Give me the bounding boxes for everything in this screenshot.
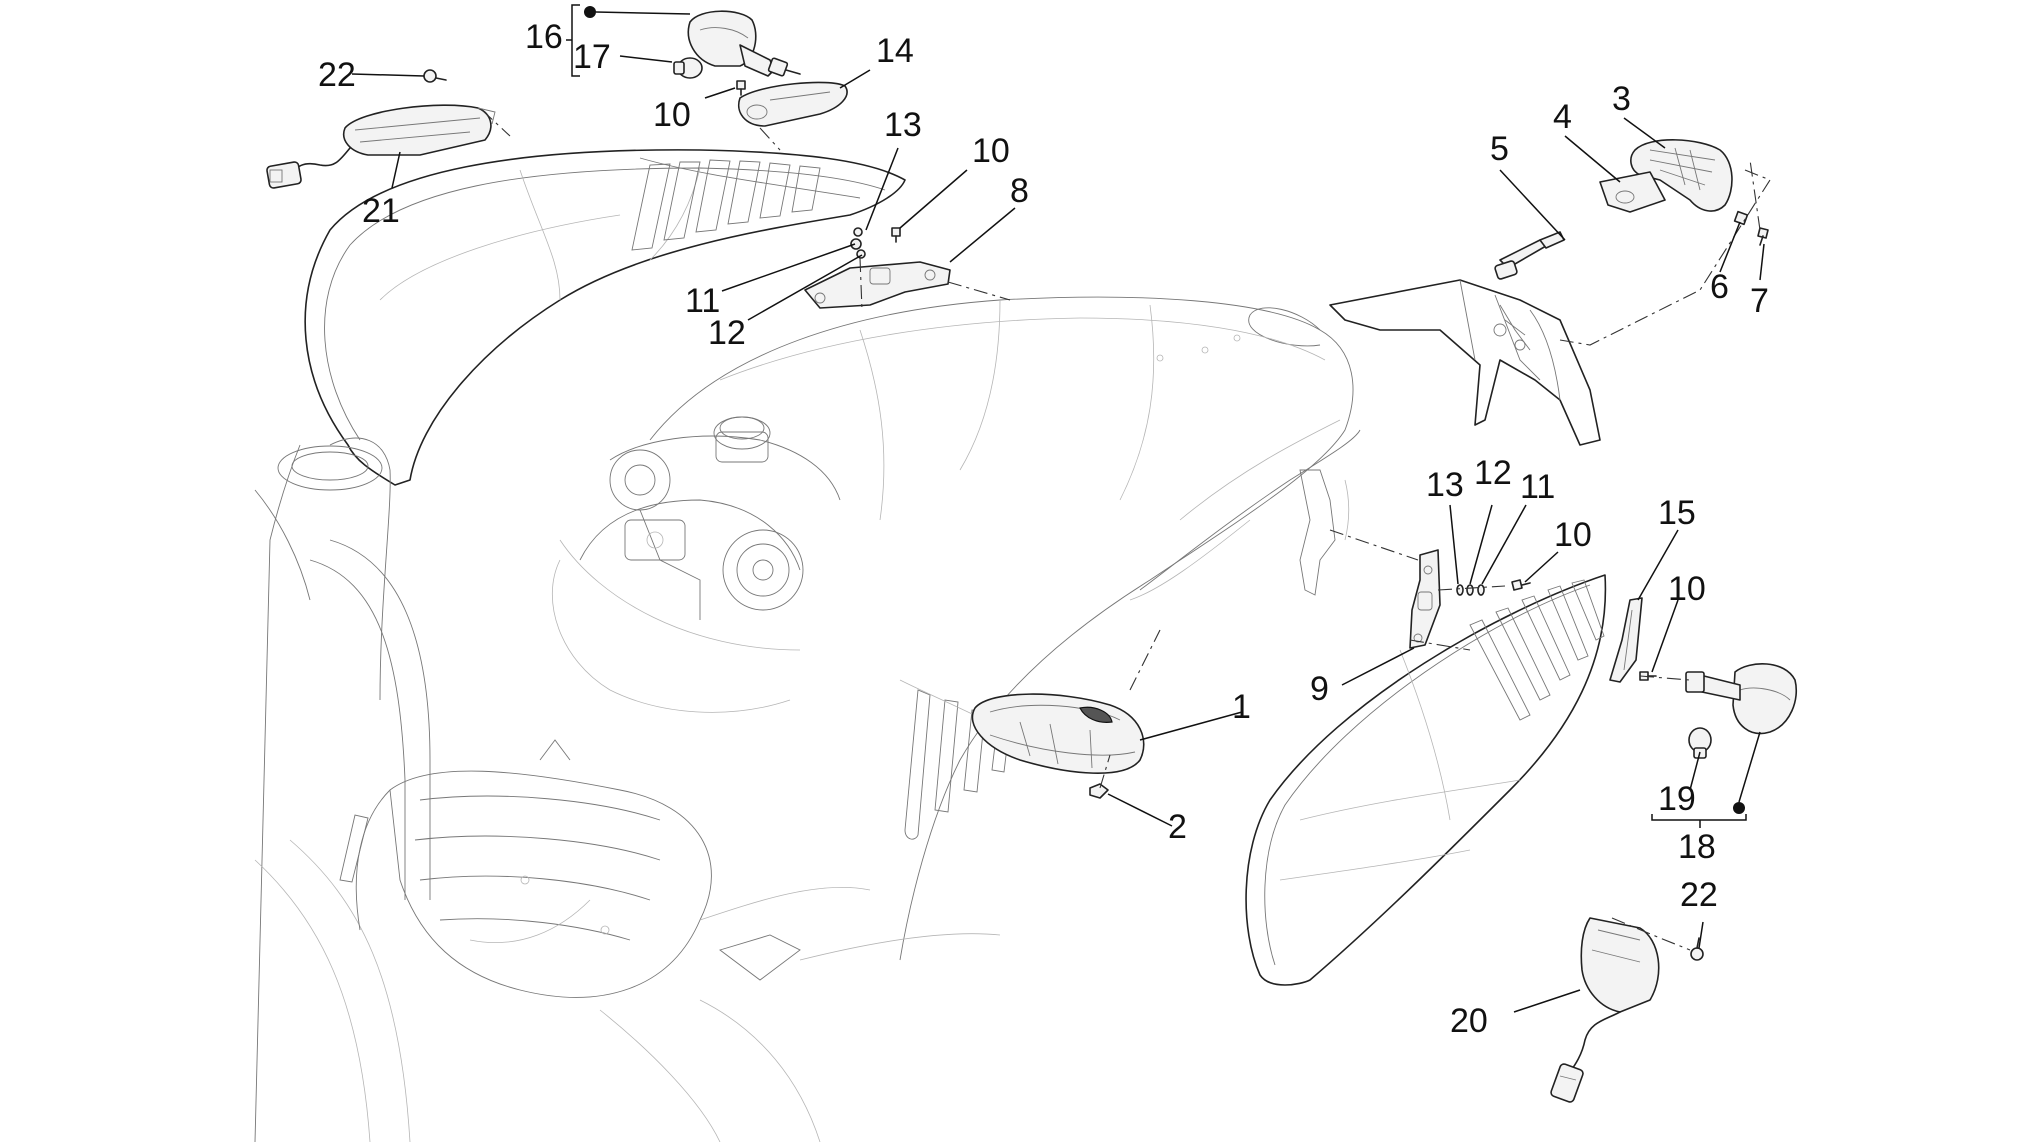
- part-18-indicator-right: [1685, 663, 1797, 735]
- part-1-side-light: [971, 693, 1145, 774]
- callout-1: 1: [1232, 688, 1251, 726]
- part-5-bulb-socket: [1494, 231, 1565, 280]
- left-side-panel: [304, 149, 906, 486]
- part-14-lens: [738, 81, 848, 127]
- bullet-16: [584, 6, 596, 18]
- callout-10-top: 10: [653, 96, 691, 134]
- part-8-bracket: [804, 261, 951, 309]
- callout-20: 20: [1450, 1002, 1488, 1040]
- callout-16: 16: [525, 18, 563, 56]
- inner-body-bracket: [1299, 469, 1350, 596]
- leader-lines: [351, 4, 1765, 1013]
- callout-6: 6: [1710, 268, 1729, 306]
- callout-8: 8: [1010, 172, 1029, 210]
- part-3-rear-light-housing: [1630, 139, 1733, 212]
- part-15-reflector: [1609, 597, 1643, 683]
- leg-shield: [254, 437, 431, 1142]
- part-10-screw-a: [736, 80, 746, 96]
- callout-4: 4: [1553, 98, 1572, 136]
- callout-labels: 16 17 22 10 14 21 13 10 8 11 12 5 4 3 6 …: [318, 18, 1769, 1040]
- callout-10-mid: 10: [972, 132, 1010, 170]
- fuel-tank-and-frame: [552, 416, 841, 713]
- part-2-clip: [1089, 783, 1109, 799]
- callout-22-top: 22: [318, 56, 356, 94]
- part-9-bracket: [1409, 549, 1441, 649]
- callout-13-top: 13: [884, 106, 922, 144]
- part-6-nut: [1733, 210, 1749, 226]
- callout-13-right: 13: [1426, 466, 1464, 504]
- callout-19: 19: [1658, 780, 1696, 818]
- floorboard: [355, 739, 1001, 1142]
- callout-2: 2: [1168, 808, 1187, 846]
- part-22-screw-b: [1690, 937, 1704, 961]
- part-22-screw-a: [423, 69, 447, 83]
- part-17-bulb: [673, 57, 703, 79]
- callout-15: 15: [1658, 494, 1696, 532]
- part-11-12-13-fasteners-left: [850, 227, 866, 259]
- part-21-side-marker-left: [266, 104, 496, 189]
- callout-18: 18: [1678, 828, 1716, 866]
- bullet-18: [1733, 802, 1745, 814]
- callout-14: 14: [876, 32, 914, 70]
- callout-17: 17: [573, 38, 611, 76]
- part-10-screw-b: [891, 227, 901, 243]
- part-4-lens: [1599, 171, 1666, 213]
- right-side-panel: [1245, 574, 1607, 986]
- callout-9: 9: [1310, 670, 1329, 708]
- callout-3: 3: [1612, 80, 1631, 118]
- callout-22-bottom: 22: [1680, 876, 1718, 914]
- callout-7: 7: [1750, 282, 1769, 320]
- part-11-12-13-fasteners-right: [1456, 584, 1485, 596]
- part-19-bulb: [1688, 727, 1712, 759]
- callout-12-top: 12: [708, 314, 746, 352]
- callout-10-right: 10: [1554, 516, 1592, 554]
- part-7-screw: [1757, 227, 1769, 246]
- assembly-lines: [481, 109, 1771, 951]
- part-20-side-marker-right: [1550, 917, 1660, 1103]
- part-10-screw-c: [1511, 579, 1531, 591]
- callout-11-right: 11: [1520, 468, 1555, 506]
- callout-5: 5: [1490, 130, 1509, 168]
- scooter-body: [254, 149, 1601, 1142]
- callout-11-top: 11: [685, 282, 720, 320]
- callout-10-bottom-right: 10: [1668, 570, 1706, 608]
- callout-12-right: 12: [1474, 454, 1512, 492]
- rear-tail-bracket: [1329, 279, 1601, 446]
- rear-body-shell: [649, 296, 1361, 961]
- callout-21: 21: [362, 192, 400, 230]
- part-16-indicator-left: [687, 10, 801, 77]
